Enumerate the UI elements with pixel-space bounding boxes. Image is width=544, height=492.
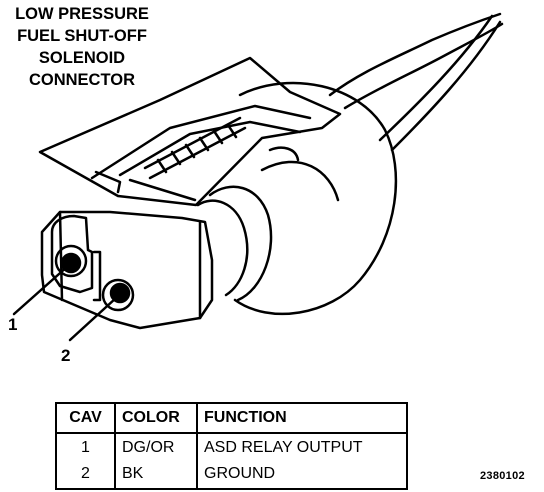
locking-tab bbox=[38, 56, 342, 207]
connector-face bbox=[40, 210, 214, 330]
header-cav: CAV bbox=[56, 403, 115, 434]
cavity-1-callout: 1 bbox=[8, 315, 18, 334]
cell-function: GROUND bbox=[196, 462, 407, 489]
diagram-title: LOW PRESSURE FUEL SHUT-OFF SOLENOID CONN… bbox=[2, 3, 162, 91]
figure-number: 2380102 bbox=[480, 470, 525, 482]
title-line-4: CONNECTOR bbox=[28, 71, 136, 89]
header-color: COLOR bbox=[114, 403, 197, 434]
title-line-1: LOW PRESSURE bbox=[15, 5, 149, 23]
cell-cav: 1 bbox=[81, 439, 90, 456]
cavity-2-callout: 2 bbox=[61, 346, 71, 365]
table-header-row: CAV COLOR FUNCTION bbox=[56, 403, 407, 434]
cell-color: DG/OR bbox=[114, 433, 197, 462]
header-function: FUNCTION bbox=[196, 403, 407, 434]
title-line-2: FUEL SHUT-OFF bbox=[17, 27, 147, 45]
cell-function: ASD RELAY OUTPUT bbox=[196, 433, 407, 462]
cell-color: BK bbox=[114, 462, 197, 489]
table-row: 2 BK GROUND bbox=[56, 462, 407, 489]
callout-leaders bbox=[12, 264, 118, 342]
cell-cav: 2 bbox=[81, 465, 90, 482]
cavity-wiring-table: CAV COLOR FUNCTION 1 DG/OR ASD RELAY OUT… bbox=[55, 402, 408, 490]
title-line-3: SOLENOID bbox=[38, 49, 126, 67]
connector-body bbox=[196, 81, 398, 316]
table-row: 1 DG/OR ASD RELAY OUTPUT bbox=[56, 433, 407, 462]
wire-harness bbox=[328, 12, 504, 152]
connector-illustration bbox=[12, 12, 504, 342]
